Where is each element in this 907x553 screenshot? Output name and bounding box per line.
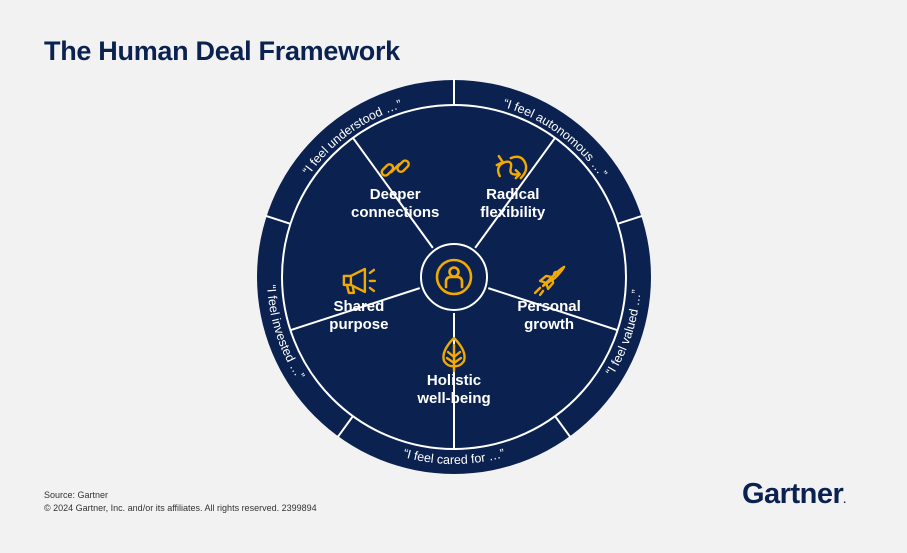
outer-ring-divider <box>265 214 291 225</box>
segment-label: well-being <box>416 390 490 407</box>
outer-ring-divider <box>554 415 572 438</box>
segment-label: Personal <box>517 298 580 315</box>
page-title: The Human Deal Framework <box>44 36 400 66</box>
logo-mark: . <box>843 495 846 506</box>
segment-label: purpose <box>329 316 388 333</box>
segment-divider <box>290 287 421 332</box>
logo-text: Gartner <box>742 478 844 510</box>
segment-divider <box>487 287 618 332</box>
segment-label: Radical <box>486 186 539 203</box>
person-icon <box>435 258 473 296</box>
segment-label: Shared <box>333 298 384 315</box>
footer: Source: Gartner © 2024 Gartner, Inc. and… <box>44 489 317 515</box>
outer-ring-divider <box>336 415 354 438</box>
gartner-logo: Gartner. <box>742 478 846 511</box>
source-text: Source: Gartner <box>44 490 109 500</box>
outer-ring-divider <box>617 214 643 225</box>
center-hub <box>420 243 488 311</box>
megaphone-icon <box>342 267 377 295</box>
link-icon <box>380 159 410 177</box>
segment-label: connections <box>351 204 439 221</box>
segment-divider <box>352 137 434 249</box>
copyright-text: © 2024 Gartner, Inc. and/or its affiliat… <box>44 503 317 513</box>
segment-label: Deeper <box>370 186 421 203</box>
segment-divider <box>474 137 556 249</box>
segment-label: Holistic <box>427 372 481 389</box>
flexible-arrows-icon <box>495 154 528 180</box>
quote-holistic-well-being: “I feel cared for …” <box>402 446 507 467</box>
segment-label: growth <box>524 316 574 333</box>
segment-label: flexibility <box>480 204 546 221</box>
rocket-icon <box>533 265 566 297</box>
leaf-icon <box>442 336 466 373</box>
